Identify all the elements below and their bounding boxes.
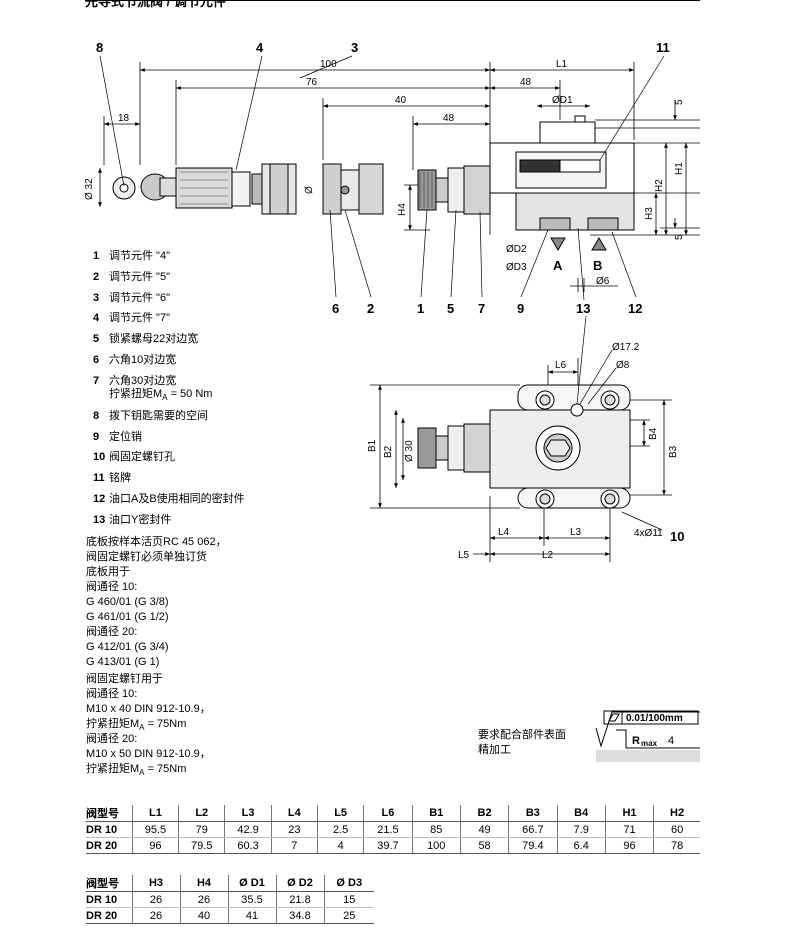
note-line: 阀通径 20: xyxy=(86,626,138,638)
dim-18: 18 xyxy=(118,113,130,124)
note-line: 拧紧扭矩MA = 75Nm xyxy=(86,763,187,778)
note-line: 阀通径 10: xyxy=(86,688,138,700)
port-A: A xyxy=(553,258,563,273)
dim-phi: Ø xyxy=(304,186,315,194)
dim-D6: Ø6 xyxy=(596,276,610,287)
dim-40: 40 xyxy=(395,95,407,106)
callout-2: 2 xyxy=(367,301,374,316)
note-line: 阀固定螺钉用于 xyxy=(86,673,163,685)
dim-holes: 4xØ11 xyxy=(634,528,663,539)
note-line: 阀通径 10: xyxy=(86,581,138,593)
dim-D3: ØD3 xyxy=(506,262,527,273)
roughness-r: R xyxy=(632,735,640,747)
page-header: 先导式节流阀 / 调节元件 xyxy=(85,0,226,9)
surface-finish-symbol xyxy=(595,710,700,762)
callout-9: 9 xyxy=(517,301,524,316)
callout-4: 4 xyxy=(256,40,264,55)
note-line: G 460/01 (G 3/8) xyxy=(86,596,169,608)
dim-L3: L3 xyxy=(570,527,582,538)
side-dimension-lines xyxy=(98,62,700,292)
note-line: 拧紧扭矩MA = 75Nm xyxy=(86,718,187,733)
dim-H4: H4 xyxy=(397,203,408,216)
dim-D1: ØD1 xyxy=(552,95,573,106)
callout-1: 1 xyxy=(417,301,424,316)
dim-B4: B4 xyxy=(648,427,659,440)
note-line: 底板按样本活页RC 45 062， xyxy=(86,536,227,548)
dim-D17: Ø17.2 xyxy=(612,342,640,353)
top-view-body xyxy=(417,384,631,509)
dim-B1: B1 xyxy=(367,439,378,452)
dim-H1: H1 xyxy=(674,162,685,175)
dim-H3: H3 xyxy=(644,207,655,220)
callout-7: 7 xyxy=(478,301,485,316)
roughness-sub: max xyxy=(641,739,658,748)
roughness-value: 4 xyxy=(668,735,674,747)
dim-5a: 5 xyxy=(674,99,685,105)
note-line: 阀固定螺钉必须单独订货 xyxy=(86,551,207,563)
dim-100: 100 xyxy=(320,59,337,70)
dim-D8: Ø8 xyxy=(616,360,630,371)
dim-L5: L5 xyxy=(458,550,470,561)
top-rule xyxy=(85,0,700,1)
dim-L4: L4 xyxy=(498,527,510,538)
note-line: G 412/01 (G 3/4) xyxy=(86,641,169,653)
callout-leaders xyxy=(99,55,665,405)
callout-3: 3 xyxy=(351,40,358,55)
callout-13: 13 xyxy=(576,301,590,316)
flatness-value: 0.01/100mm xyxy=(626,713,683,724)
side-view-parts xyxy=(112,115,635,251)
dim-D2: ØD2 xyxy=(506,244,527,255)
drawing-labels: 8 4 3 11 6 2 1 5 7 9 13 12 10 100 76 40 … xyxy=(84,40,685,561)
dim-H2: H2 xyxy=(654,179,665,192)
note-line: M10 x 50 DIN 912-10.9， xyxy=(86,748,211,760)
note-line: M10 x 40 DIN 912-10.9， xyxy=(86,703,211,715)
notes: 底板按样本活页RC 45 062， 阀固定螺钉必须单独订货 底板用于 阀通径 1… xyxy=(86,535,227,777)
dim-D32: Ø 32 xyxy=(84,178,95,200)
callout-5: 5 xyxy=(447,301,454,316)
callout-10: 10 xyxy=(670,529,684,544)
port-B: B xyxy=(593,258,602,273)
dim-B3: B3 xyxy=(668,445,679,458)
callout-12: 12 xyxy=(628,301,642,316)
dim-48a: 48 xyxy=(443,113,455,124)
dim-L2: L2 xyxy=(542,550,554,561)
dim-48b: 48 xyxy=(520,77,532,88)
callout-6: 6 xyxy=(332,301,339,316)
note-line: 阀通径 20: xyxy=(86,733,138,745)
dim-5b: 5 xyxy=(674,234,685,240)
dim-76: 76 xyxy=(306,77,318,88)
dim-D30: Ø 30 xyxy=(404,440,415,462)
callout-8: 8 xyxy=(96,40,103,55)
callout-11: 11 xyxy=(656,40,670,55)
dim-L1: L1 xyxy=(556,59,568,70)
note-line: G 413/01 (G 1) xyxy=(86,656,160,668)
dim-B2: B2 xyxy=(383,445,394,458)
surface-note: 要求配合部件表面 精加工 xyxy=(478,729,566,756)
dim-L6: L6 xyxy=(555,360,567,371)
note-line: G 461/01 (G 1/2) xyxy=(86,611,169,623)
note-line: 底板用于 xyxy=(86,566,130,578)
